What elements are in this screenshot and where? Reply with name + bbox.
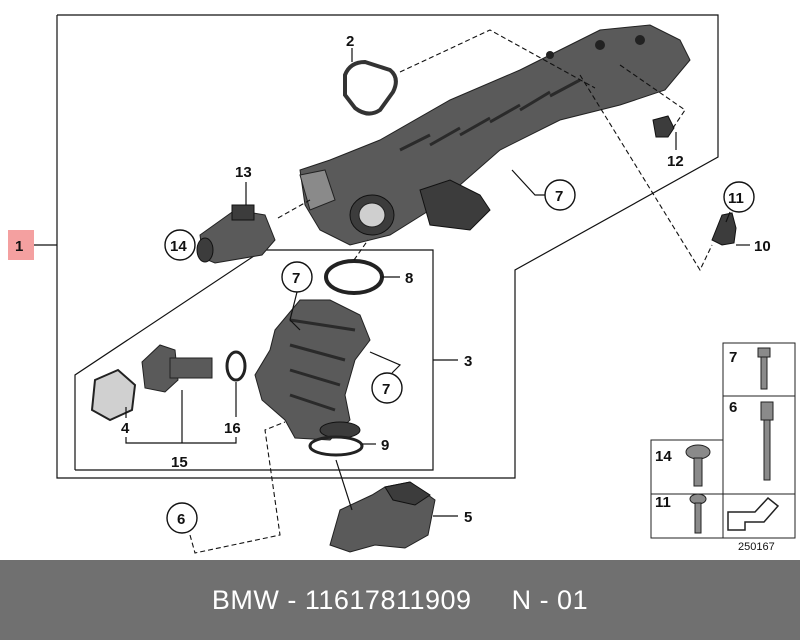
parts-diagram: 1 2 12 7 11 10 13 14 — [8, 14, 796, 554]
footer-bar: BMW - 11617811909 N - 01 — [0, 560, 800, 640]
callout-7-pipe-right[interactable]: 7 — [382, 381, 390, 398]
callout-14-side[interactable]: 14 — [655, 448, 672, 465]
callout-11-leader — [725, 211, 731, 223]
callout-10-dash — [579, 74, 713, 272]
main-assembly-outline — [56, 14, 719, 479]
callout-11-side[interactable]: 11 — [655, 494, 671, 511]
callout-14-valve-circle — [164, 229, 196, 261]
actuator-part-5 — [329, 481, 436, 553]
footer-separator: - — [279, 584, 305, 615]
intake-manifold — [299, 24, 691, 246]
o-ring-part-16 — [225, 350, 247, 382]
callout-7-pipe-right-circle — [371, 372, 403, 404]
callout-13[interactable]: 13 — [235, 164, 252, 181]
callout-15[interactable]: 15 — [171, 454, 188, 471]
callout-7-side[interactable]: 7 — [729, 349, 737, 366]
callout-2-dash — [399, 29, 596, 89]
callout-6-dash — [189, 421, 286, 554]
footer-gap — [472, 585, 512, 616]
callout-16[interactable]: 16 — [224, 420, 241, 437]
footer-code: N - 01 — [511, 584, 589, 615]
callout-6-left[interactable]: 6 — [177, 511, 185, 528]
callout-4[interactable]: 4 — [121, 420, 130, 437]
callout-6-left-circle — [166, 502, 198, 534]
valve-part-15 — [141, 344, 213, 393]
callout-5[interactable]: 5 — [464, 509, 472, 526]
footer-part-number: 11617811909 — [304, 584, 472, 615]
gasket-part-4 — [90, 368, 137, 422]
callout-12-dash — [619, 64, 686, 129]
callout-10[interactable]: 10 — [754, 238, 771, 255]
actuator-leader — [335, 459, 353, 511]
callout-7-pipe-top-leader — [289, 291, 301, 331]
callout-3[interactable]: 3 — [464, 353, 472, 370]
footer-brand: BMW — [211, 584, 280, 615]
callout-15-bracket — [125, 437, 237, 444]
callout-1[interactable]: 1 — [15, 238, 23, 255]
diagram-reference-number: 250167 — [738, 541, 775, 553]
callout-7-manifold-circle — [544, 179, 576, 211]
pipe-part-3 — [254, 299, 371, 441]
callout-6-side[interactable]: 6 — [729, 399, 737, 416]
sensor-part-10 — [711, 212, 737, 246]
gasket-part-2 — [343, 59, 398, 116]
callout-7-manifold-leader — [511, 169, 545, 196]
valve-dash — [277, 199, 311, 219]
ring-part-9 — [308, 435, 364, 457]
callout-7-pipe-right-leader — [369, 351, 402, 374]
callout-7-manifold[interactable]: 7 — [555, 188, 563, 205]
valve-part-14 — [196, 204, 276, 264]
sub-assembly-outline — [74, 249, 434, 471]
o-ring-dash — [353, 239, 369, 261]
callout-11-sensor-circle — [723, 181, 755, 213]
callout-2[interactable]: 2 — [346, 33, 354, 50]
callout-7-pipe-top[interactable]: 7 — [292, 270, 300, 287]
callout-1-highlight — [8, 230, 34, 260]
callout-11-sensor[interactable]: 11 — [728, 190, 744, 207]
hardware-panel — [650, 342, 796, 539]
callout-12[interactable]: 12 — [667, 153, 684, 170]
callout-8[interactable]: 8 — [405, 270, 413, 287]
plug-part-12 — [652, 115, 675, 138]
callout-14-valve[interactable]: 14 — [170, 238, 187, 255]
callout-9[interactable]: 9 — [381, 437, 389, 454]
o-ring-part-8 — [324, 259, 384, 295]
